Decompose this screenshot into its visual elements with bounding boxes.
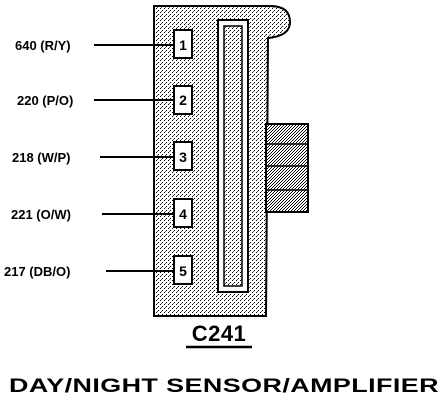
- component-name: DAY/NIGHT SENSOR/AMPLIFIER: [9, 376, 439, 397]
- pin-cavity: [173, 255, 193, 285]
- wire-label: 217 (DB/O): [4, 264, 70, 279]
- connector-id: C241: [192, 321, 247, 346]
- pin-cavity: [173, 141, 193, 171]
- pin-cavity: [173, 85, 193, 115]
- terminal-slot-inner: [223, 25, 243, 287]
- wire-label: 640 (R/Y): [15, 38, 71, 53]
- pin-number: 5: [179, 263, 187, 279]
- wire-label: 218 (W/P): [12, 150, 71, 165]
- pin-number: 2: [179, 92, 187, 108]
- pin-number: 1: [179, 37, 187, 53]
- pin-number: 3: [179, 149, 187, 165]
- wire-label: 220 (P/O): [17, 93, 73, 108]
- locking-tab: [265, 123, 309, 213]
- wire-label: 221 (O/W): [11, 207, 71, 222]
- pin-cavity: [173, 29, 193, 59]
- pin-number: 4: [179, 206, 187, 222]
- pin-cavity: [173, 198, 193, 228]
